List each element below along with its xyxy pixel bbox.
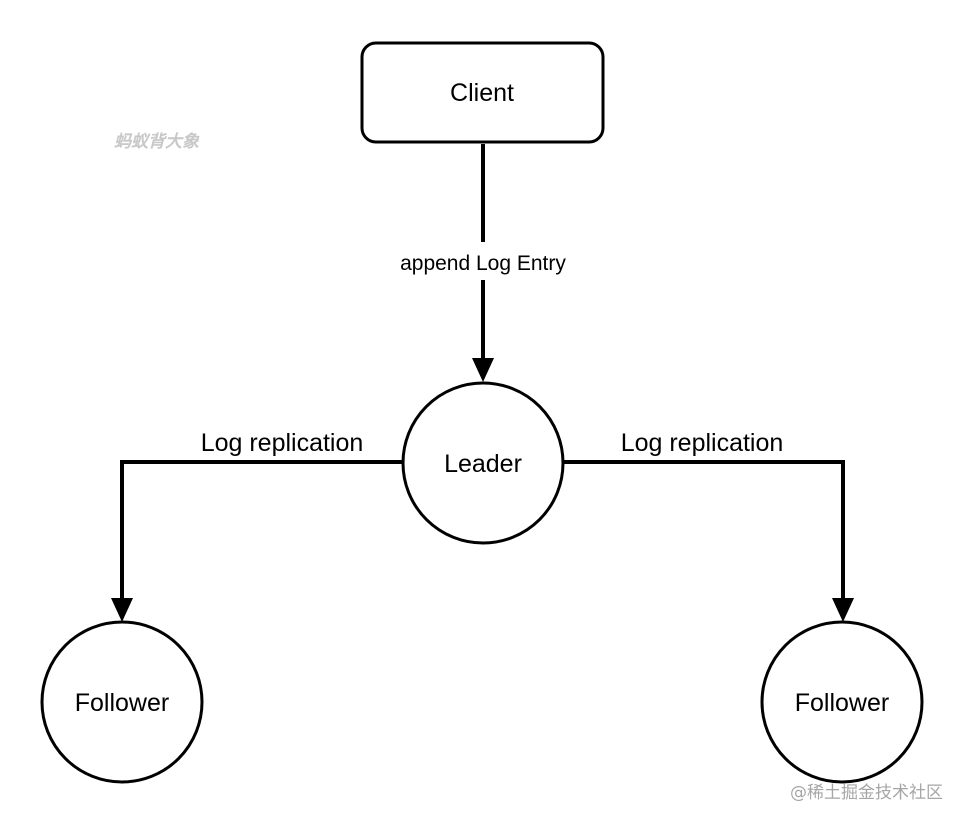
edge-leader-follower-left-line <box>120 460 402 600</box>
node-follower-left: Follower <box>40 620 204 784</box>
node-leader: Leader <box>401 381 565 545</box>
follower-right-circle <box>760 620 924 784</box>
follower-right-label: Follower <box>795 689 889 717</box>
edge-label-log-replication-left: Log replication <box>201 429 364 457</box>
edge-label-log-replication-right: Log replication <box>621 429 784 457</box>
node-client: Client <box>360 41 605 144</box>
arrowhead-down-icon <box>832 598 854 622</box>
edge-client-to-leader: append Log Entry <box>400 144 566 382</box>
watermark-top-left: 蚂蚁背大象 <box>114 132 200 152</box>
follower-left-label: Follower <box>75 689 169 717</box>
arrowhead-down-icon <box>472 358 494 382</box>
follower-left-circle <box>40 620 204 784</box>
node-follower-right: Follower <box>760 620 924 784</box>
client-label: Client <box>450 79 514 107</box>
watermark-bottom-right: @稀土掘金技术社区 <box>790 783 943 803</box>
arrowhead-down-icon <box>111 598 133 622</box>
edge-label-append-log-entry: append Log Entry <box>400 252 566 275</box>
edge-leader-follower-right-line <box>564 460 845 600</box>
leader-circle <box>401 381 565 545</box>
leader-label: Leader <box>444 450 522 478</box>
edge-leader-to-follower-right: Log replication <box>564 429 854 622</box>
client-box <box>360 41 605 144</box>
edge-leader-to-follower-left: Log replication <box>111 429 402 622</box>
